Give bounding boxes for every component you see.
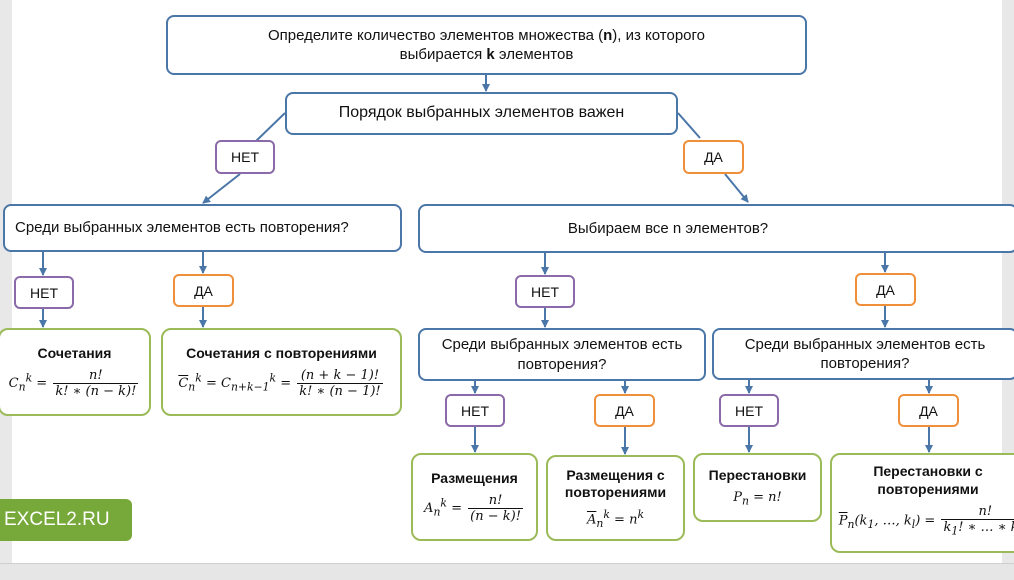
combinations-box: Сочетания Cnk = n!k! ∗ (n − k)! (0, 328, 151, 416)
arrow-yes-to-right-question (724, 173, 749, 203)
no-label-order: НЕТ (215, 140, 275, 174)
diagram-canvas: Определите количество элементов множеств… (0, 0, 1014, 563)
permutations-title: Перестановки (708, 466, 807, 483)
arrow-no-to-left-question (202, 173, 241, 204)
arrangements-box: Размещения Ank = n!(n − k)! (411, 453, 538, 541)
arrow-order-to-yes (677, 112, 701, 139)
yes-label-left: ДА (173, 274, 234, 307)
no-label-right: НЕТ (515, 275, 575, 308)
top-question-line-1: Определите количество элементов множеств… (267, 26, 706, 44)
right-edge-stripe (1002, 0, 1014, 563)
top-question-box: Определите количество элементов множеств… (166, 15, 807, 75)
yes-label-order: ДА (683, 140, 744, 174)
no-label-sub-left: НЕТ (445, 394, 505, 427)
arrangements-formula: Ank = n!(n − k)! (424, 493, 523, 525)
left-repetition-question-text: Среди выбранных элементов есть повторени… (15, 219, 349, 237)
yes-label-sub-left: ДА (594, 394, 655, 427)
arrangements-rep-formula: Ank = nk (586, 507, 645, 530)
permutations-formula: Pn = n! (733, 490, 782, 509)
combinations-formula: Cnk = n!k! ∗ (n − k)! (8, 368, 139, 400)
no-label-sub-right: НЕТ (719, 394, 779, 427)
arrangements-rep-title: Размещения с повторениями (564, 466, 667, 501)
no-label-left: НЕТ (14, 276, 74, 309)
bottom-bar (0, 563, 1014, 580)
sub-repetition-question-left-text: Среди выбранных элементов есть повторени… (441, 336, 683, 373)
watermark-text: EXCEL2.RU (4, 509, 110, 530)
select-all-question-box: Выбираем все n элементов? (418, 204, 1014, 253)
sub-repetition-question-right-text: Среди выбранных элементов есть повторени… (744, 335, 986, 373)
yes-label-right: ДА (855, 273, 916, 306)
combinations-rep-title: Сочетания с повторениями (186, 344, 377, 361)
arrow-order-to-no (254, 112, 286, 143)
combinations-title: Сочетания (37, 344, 112, 361)
order-question-text: Порядок выбранных элементов важен (338, 104, 625, 122)
sub-repetition-question-left-box: Среди выбранных элементов есть повторени… (418, 328, 706, 381)
yes-label-sub-right: ДА (898, 394, 959, 427)
combinations-rep-box: Сочетания с повторениями Cnk = Cn+k−1k =… (161, 328, 402, 416)
permutations-rep-title: Перестановки с повторениями (873, 463, 983, 497)
select-all-question-text: Выбираем все n элементов? (567, 219, 769, 237)
left-edge-stripe (0, 0, 12, 563)
permutations-rep-formula: Pn(k1, …, kl) = n!k1! ∗ … ∗ kl! (839, 504, 1014, 538)
excel2-watermark: EXCEL2.RU (0, 499, 132, 541)
permutations-box: Перестановки Pn = n! (693, 453, 822, 522)
combinations-rep-formula: Cnk = Cn+k−1k = (n + k − 1)!k! ∗ (n − 1)… (178, 368, 383, 400)
sub-repetition-question-right-box: Среди выбранных элементов есть повторени… (712, 328, 1014, 380)
left-repetition-question-box: Среди выбранных элементов есть повторени… (3, 204, 402, 252)
arrangements-title: Размещения (431, 469, 518, 486)
order-question-box: Порядок выбранных элементов важен (285, 92, 678, 135)
connector-lines (39, 75, 933, 455)
top-question-line-2: выбирается k элементов (399, 46, 574, 63)
arrangements-rep-box: Размещения с повторениями Ank = nk (546, 455, 685, 541)
permutations-rep-box: Перестановки с повторениями Pn(k1, …, kl… (830, 453, 1014, 553)
